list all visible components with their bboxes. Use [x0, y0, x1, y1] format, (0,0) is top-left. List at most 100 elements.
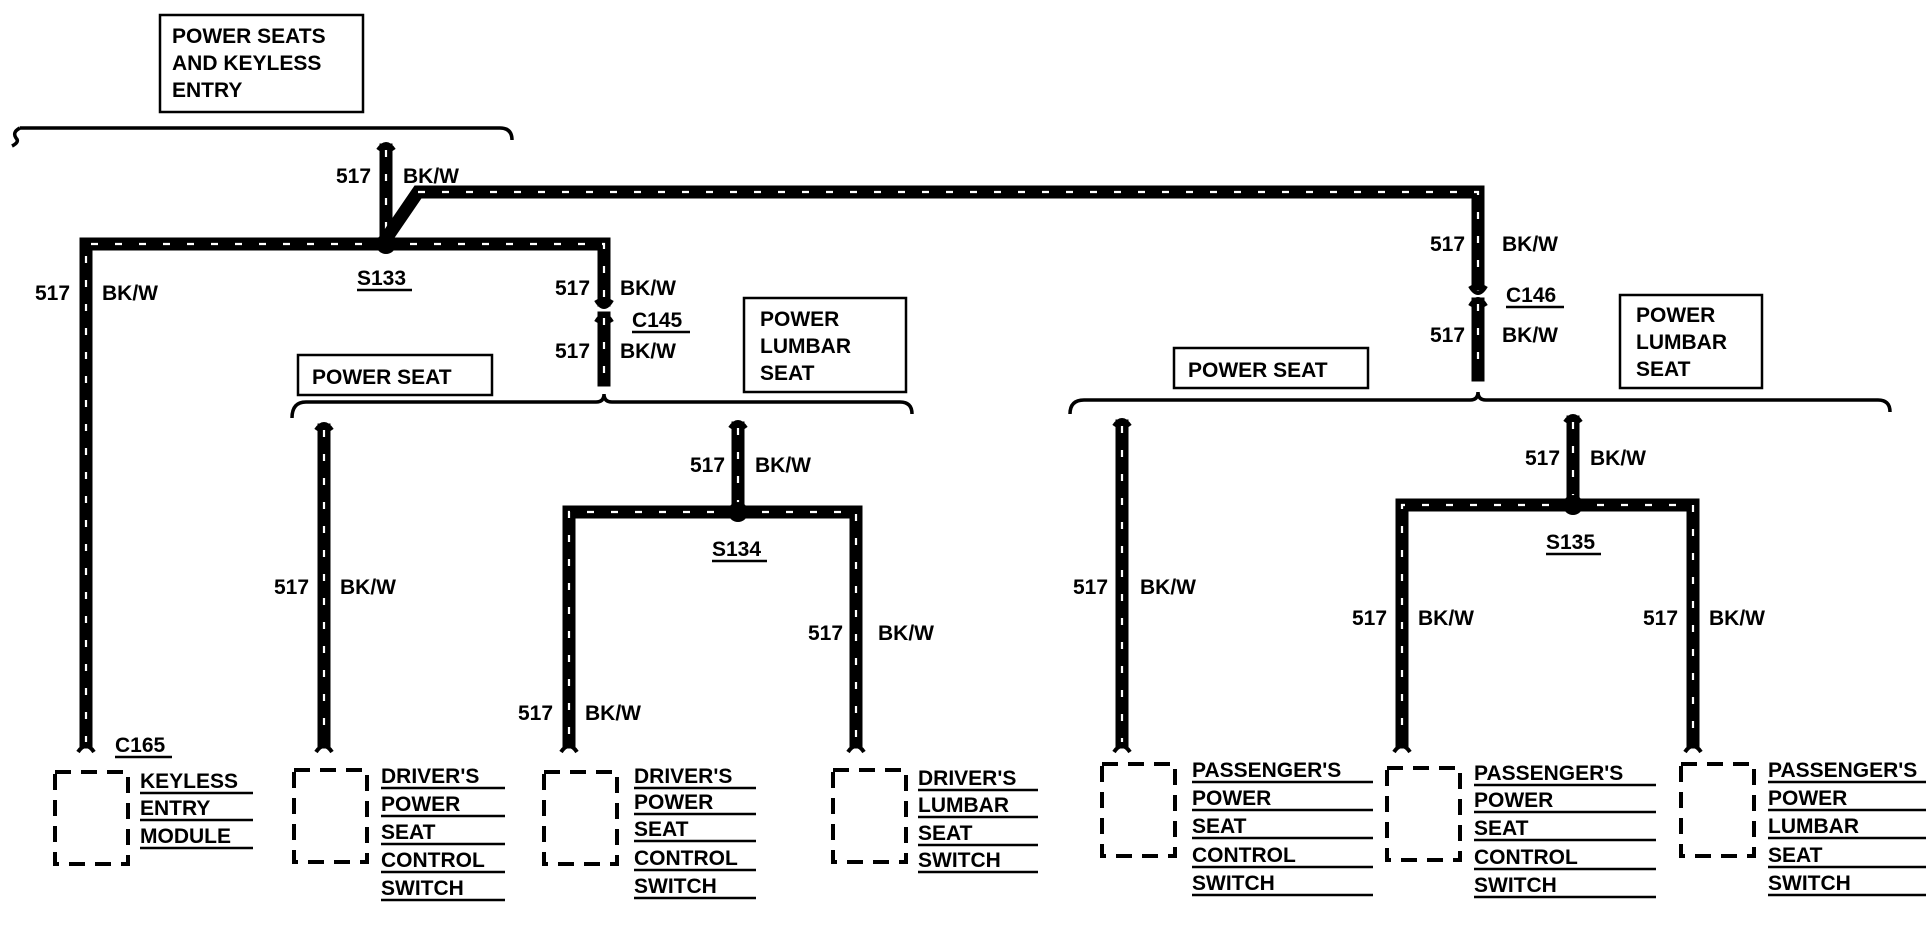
splice-labels: S133 S134 S135: [357, 267, 1601, 563]
circuit-number: 517: [518, 702, 553, 725]
wire-color: BK/W: [1418, 607, 1474, 630]
component-label-line: CONTROL: [381, 849, 485, 872]
passengers-lumbar-power-seat-control-switch: PASSENGER'S POWER SEAT CONTROL SWITCH: [1385, 762, 1656, 899]
connector-c145-label: C145: [632, 309, 683, 332]
passengers-power-lumbar-seat-switch: PASSENGER'S POWER LUMBAR SEAT SWITCH: [1679, 759, 1926, 897]
circuit-number: 517: [1430, 324, 1465, 347]
component-label-line: POWER: [381, 793, 460, 816]
splice-s135-dot: [1563, 495, 1583, 515]
connector-labels: C145 C146 C165: [115, 284, 1564, 759]
passenger-brace: [1068, 391, 1892, 415]
driver-lumbar-line-1: POWER: [760, 308, 839, 331]
component-label-line: LUMBAR: [918, 794, 1009, 817]
passengers-power-seat-control-switch: PASSENGER'S POWER SEAT CONTROL SWITCH: [1100, 759, 1373, 897]
circuit-number: 517: [1073, 576, 1108, 599]
component-label-line: POWER: [634, 791, 713, 814]
component-label-line: SEAT: [381, 821, 436, 844]
wire-color: BK/W: [102, 282, 158, 305]
component-label-line: CONTROL: [1192, 844, 1296, 867]
passenger-lumbar-line-3: SEAT: [1636, 358, 1691, 381]
driver-lumbar-header: POWER LUMBAR SEAT: [742, 296, 908, 394]
connector-c146-symbol: [1468, 284, 1488, 308]
component-label-line: KEYLESS: [140, 770, 238, 793]
circuit-number: 517: [1643, 607, 1678, 630]
component-label-line: DRIVER'S: [634, 765, 732, 788]
circuit-number: 517: [808, 622, 843, 645]
passenger-lumbar-line-2: LUMBAR: [1636, 331, 1727, 354]
driver-power-seat-header: POWER SEAT: [296, 353, 494, 397]
component-label-line: SEAT: [918, 822, 973, 845]
header-line-2: AND KEYLESS: [172, 52, 321, 75]
passenger-lumbar-line-1: POWER: [1636, 304, 1715, 327]
connector-c165-label: C165: [115, 734, 166, 757]
wire-color: BK/W: [1140, 576, 1196, 599]
header-line-1: POWER SEATS: [172, 25, 326, 48]
passenger-lumbar-header: POWER LUMBAR SEAT: [1618, 293, 1764, 390]
splice-s133-dot: [376, 234, 396, 254]
component-label-line: SWITCH: [381, 877, 464, 900]
component-label-line: SWITCH: [1474, 874, 1557, 897]
wire-color: BK/W: [403, 165, 459, 188]
component-label-line: CONTROL: [634, 847, 738, 870]
wire-color: BK/W: [620, 277, 676, 300]
driver-lumbar-line-2: LUMBAR: [760, 335, 851, 358]
connector-c146-label: C146: [1506, 284, 1556, 307]
splice-s134-label: S134: [712, 538, 761, 561]
top-brace: [11, 126, 514, 148]
component-label-line: SEAT: [1474, 817, 1529, 840]
component-label-line: POWER: [1192, 787, 1271, 810]
driver-lumbar-line-3: SEAT: [760, 362, 815, 385]
component-label-line: LUMBAR: [1768, 815, 1859, 838]
passenger-power-seat-label: POWER SEAT: [1188, 359, 1328, 382]
component-label-line: SWITCH: [634, 875, 717, 898]
component-label-line: ENTRY: [140, 797, 210, 820]
header-line-3: ENTRY: [172, 79, 242, 102]
component-label-line: PASSENGER'S: [1192, 759, 1341, 782]
wire-color: BK/W: [1709, 607, 1765, 630]
wire-color: BK/W: [620, 340, 676, 363]
component-label-line: SEAT: [634, 818, 689, 841]
circuit-number: 517: [274, 576, 309, 599]
splice-s135-label: S135: [1546, 531, 1595, 554]
driver-brace: [290, 393, 914, 419]
component-label-line: SEAT: [1768, 844, 1823, 867]
component-label-line: MODULE: [140, 825, 231, 848]
component-label-line: SWITCH: [1192, 872, 1275, 895]
component-label-line: DRIVER'S: [381, 765, 479, 788]
drivers-lumbar-seat-switch: DRIVER'S LUMBAR SEAT SWITCH: [831, 767, 1038, 874]
wire-color: BK/W: [1590, 447, 1646, 470]
wires: [79, 143, 1700, 749]
component-label-line: POWER: [1474, 789, 1553, 812]
component-label-line: SEAT: [1192, 815, 1247, 838]
connector-c145-symbol: [594, 298, 614, 324]
header-power-seats-keyless-entry: POWER SEATS AND KEYLESS ENTRY: [158, 13, 365, 114]
drivers-lumbar-power-seat-control-switch: DRIVER'S POWER SEAT CONTROL SWITCH: [542, 765, 756, 900]
wire-color: BK/W: [755, 454, 811, 477]
circuit-number: 517: [336, 165, 371, 188]
component-label-line: DRIVER'S: [918, 767, 1016, 790]
component-label-line: PASSENGER'S: [1474, 762, 1623, 785]
circuit-number: 517: [35, 282, 70, 305]
driver-power-seat-label: POWER SEAT: [312, 366, 452, 389]
drivers-power-seat-control-switch: DRIVER'S POWER SEAT CONTROL SWITCH: [292, 765, 505, 902]
wire-color: BK/W: [1502, 233, 1558, 256]
wire-labels: 517 BK/W 517 BK/W 517 BK/W 517 BK/W 517 …: [35, 165, 1765, 725]
wire-color: BK/W: [1502, 324, 1558, 347]
circuit-number: 517: [1430, 233, 1465, 256]
keyless-entry-module: KEYLESS ENTRY MODULE: [53, 770, 253, 866]
component-label-line: SWITCH: [1768, 872, 1851, 895]
circuit-number: 517: [690, 454, 725, 477]
passenger-power-seat-header: POWER SEAT: [1172, 346, 1370, 390]
component-label-line: POWER: [1768, 787, 1847, 810]
wire-color: BK/W: [585, 702, 641, 725]
wire-color: BK/W: [340, 576, 396, 599]
circuit-number: 517: [555, 277, 590, 300]
circuit-number: 517: [555, 340, 590, 363]
circuit-number: 517: [1352, 607, 1387, 630]
component-label-line: PASSENGER'S: [1768, 759, 1917, 782]
component-label-line: SWITCH: [918, 849, 1001, 872]
splice-s133-label: S133: [357, 267, 406, 290]
component-label-line: CONTROL: [1474, 846, 1578, 869]
splice-s134-dot: [728, 502, 748, 522]
